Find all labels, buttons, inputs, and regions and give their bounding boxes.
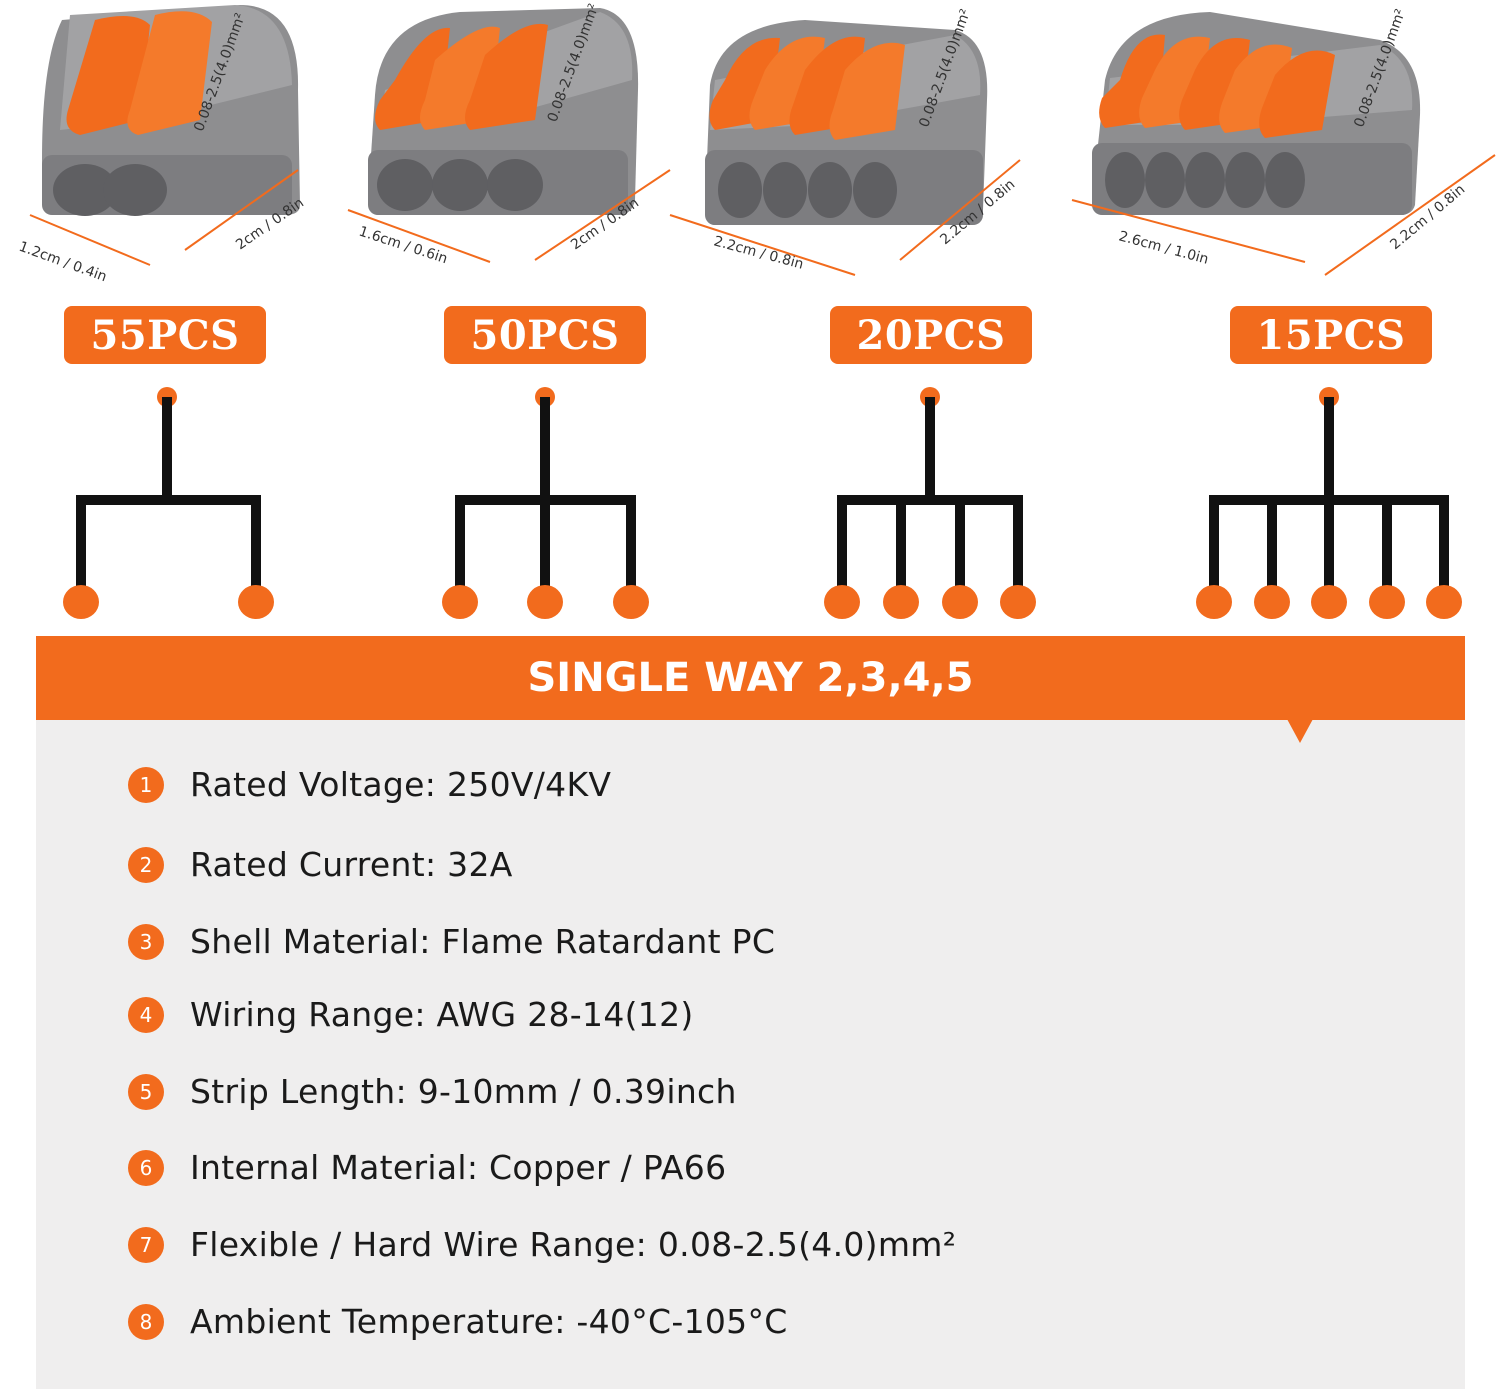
- badge-55pcs: 55PCS: [64, 306, 266, 364]
- spec-text: Internal Material: Copper / PA66: [190, 1148, 727, 1187]
- connector-3-way-image: 0.08-2.5(4.0)mm² 1.6cm / 0.6in 2cm / 0.8…: [340, 0, 680, 290]
- wiring-tree-4-way: [815, 385, 1055, 629]
- connector-5-way-image: 0.08-2.5(4.0)mm² 2.6cm / 1.0in 2.2cm / 0…: [1060, 0, 1500, 300]
- spec-text: Rated Voltage: 250V/4KV: [190, 765, 612, 804]
- spec-number-badge: 2: [128, 846, 164, 883]
- connector-2-way-image: 0.08-2.5(4.0)mm² 1.2cm / 0.4in 2cm / 0.8…: [0, 0, 360, 290]
- banner-notch: [1287, 719, 1313, 743]
- spec-number-badge: 4: [128, 996, 164, 1033]
- wiring-tree-5-way: [1185, 385, 1475, 629]
- wiring-tree-3-way: [430, 385, 670, 629]
- spec-item: 2 Rated Current: 32A: [128, 845, 513, 884]
- spec-item: 5 Strip Length: 9-10mm / 0.39inch: [128, 1072, 737, 1111]
- spec-text: Flexible / Hard Wire Range: 0.08-2.5(4.0…: [190, 1225, 957, 1264]
- spec-item: 1 Rated Voltage: 250V/4KV: [128, 765, 611, 804]
- connector-4-way-image: 0.08-2.5(4.0)mm² 2.2cm / 0.8in 2.2cm / 0…: [665, 0, 1065, 290]
- spec-item: 4 Wiring Range: AWG 28-14(12): [128, 995, 694, 1034]
- dim-front-label: 1.2cm / 0.4in: [17, 239, 109, 286]
- spec-number-badge: 1: [128, 766, 164, 803]
- dim-front-label: 2.2cm / 0.8in: [712, 233, 805, 272]
- spec-number-badge: 6: [128, 1149, 164, 1186]
- spec-item: 3 Shell Material: Flame Ratardant PC: [128, 922, 775, 961]
- spec-text: Ambient Temperature: -40°C-105°C: [190, 1302, 788, 1341]
- spec-text: Strip Length: 9-10mm / 0.39inch: [190, 1072, 737, 1111]
- spec-item: 7 Flexible / Hard Wire Range: 0.08-2.5(4…: [128, 1225, 956, 1264]
- spec-item: 8 Ambient Temperature: -40°C-105°C: [128, 1302, 788, 1341]
- spec-number-badge: 5: [128, 1073, 164, 1110]
- dim-front-label: 2.6cm / 1.0in: [1117, 228, 1210, 267]
- badge-15pcs: 15PCS: [1230, 306, 1432, 364]
- spec-panel: [36, 720, 1465, 1389]
- spec-number-badge: 8: [128, 1303, 164, 1340]
- badge-50pcs: 50PCS: [444, 306, 646, 364]
- single-way-banner: SINGLE WAY 2,3,4,5: [36, 636, 1465, 720]
- spec-text: Rated Current: 32A: [190, 845, 513, 884]
- spec-number-badge: 7: [128, 1226, 164, 1263]
- spec-item: 6 Internal Material: Copper / PA66: [128, 1148, 726, 1187]
- wiring-tree-2-way: [50, 385, 290, 629]
- spec-text: Wiring Range: AWG 28-14(12): [190, 995, 694, 1034]
- spec-text: Shell Material: Flame Ratardant PC: [190, 922, 776, 961]
- spec-number-badge: 3: [128, 923, 164, 960]
- badge-20pcs: 20PCS: [830, 306, 1032, 364]
